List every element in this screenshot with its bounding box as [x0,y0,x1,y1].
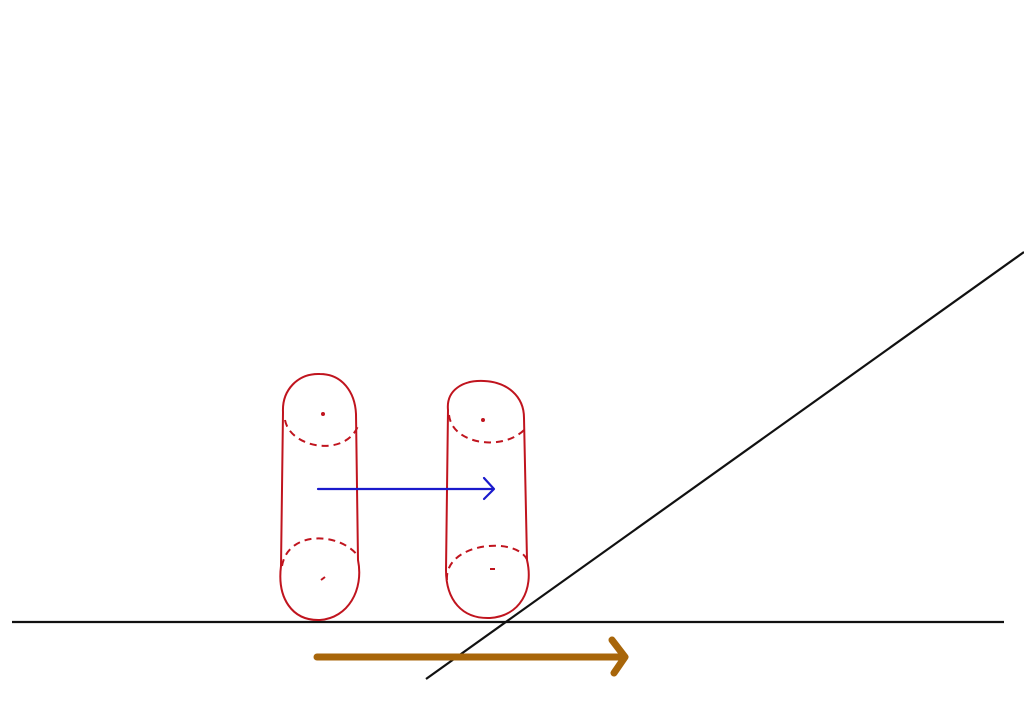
incline-line [425,251,1024,680]
motion-arrow-head [482,476,496,501]
capsule-left-bottom-rim [281,537,359,567]
capsule-left-bottom-center [320,576,326,581]
capsule-right-bottom-rim [445,544,529,581]
ground-motion-arrow-head [608,636,629,677]
ground-motion-arrow [313,636,629,677]
capsule-left-top-center [321,412,325,416]
capsule-right [444,379,530,620]
capsule-right-outline [444,379,530,620]
capsule-right-top-center [481,418,485,422]
motion-arrow [316,476,496,501]
capsule-left-outline [279,372,361,622]
capsule-left [279,372,361,622]
capsule-right-top-rim [448,414,527,444]
capsule-left-top-rim [284,419,359,447]
